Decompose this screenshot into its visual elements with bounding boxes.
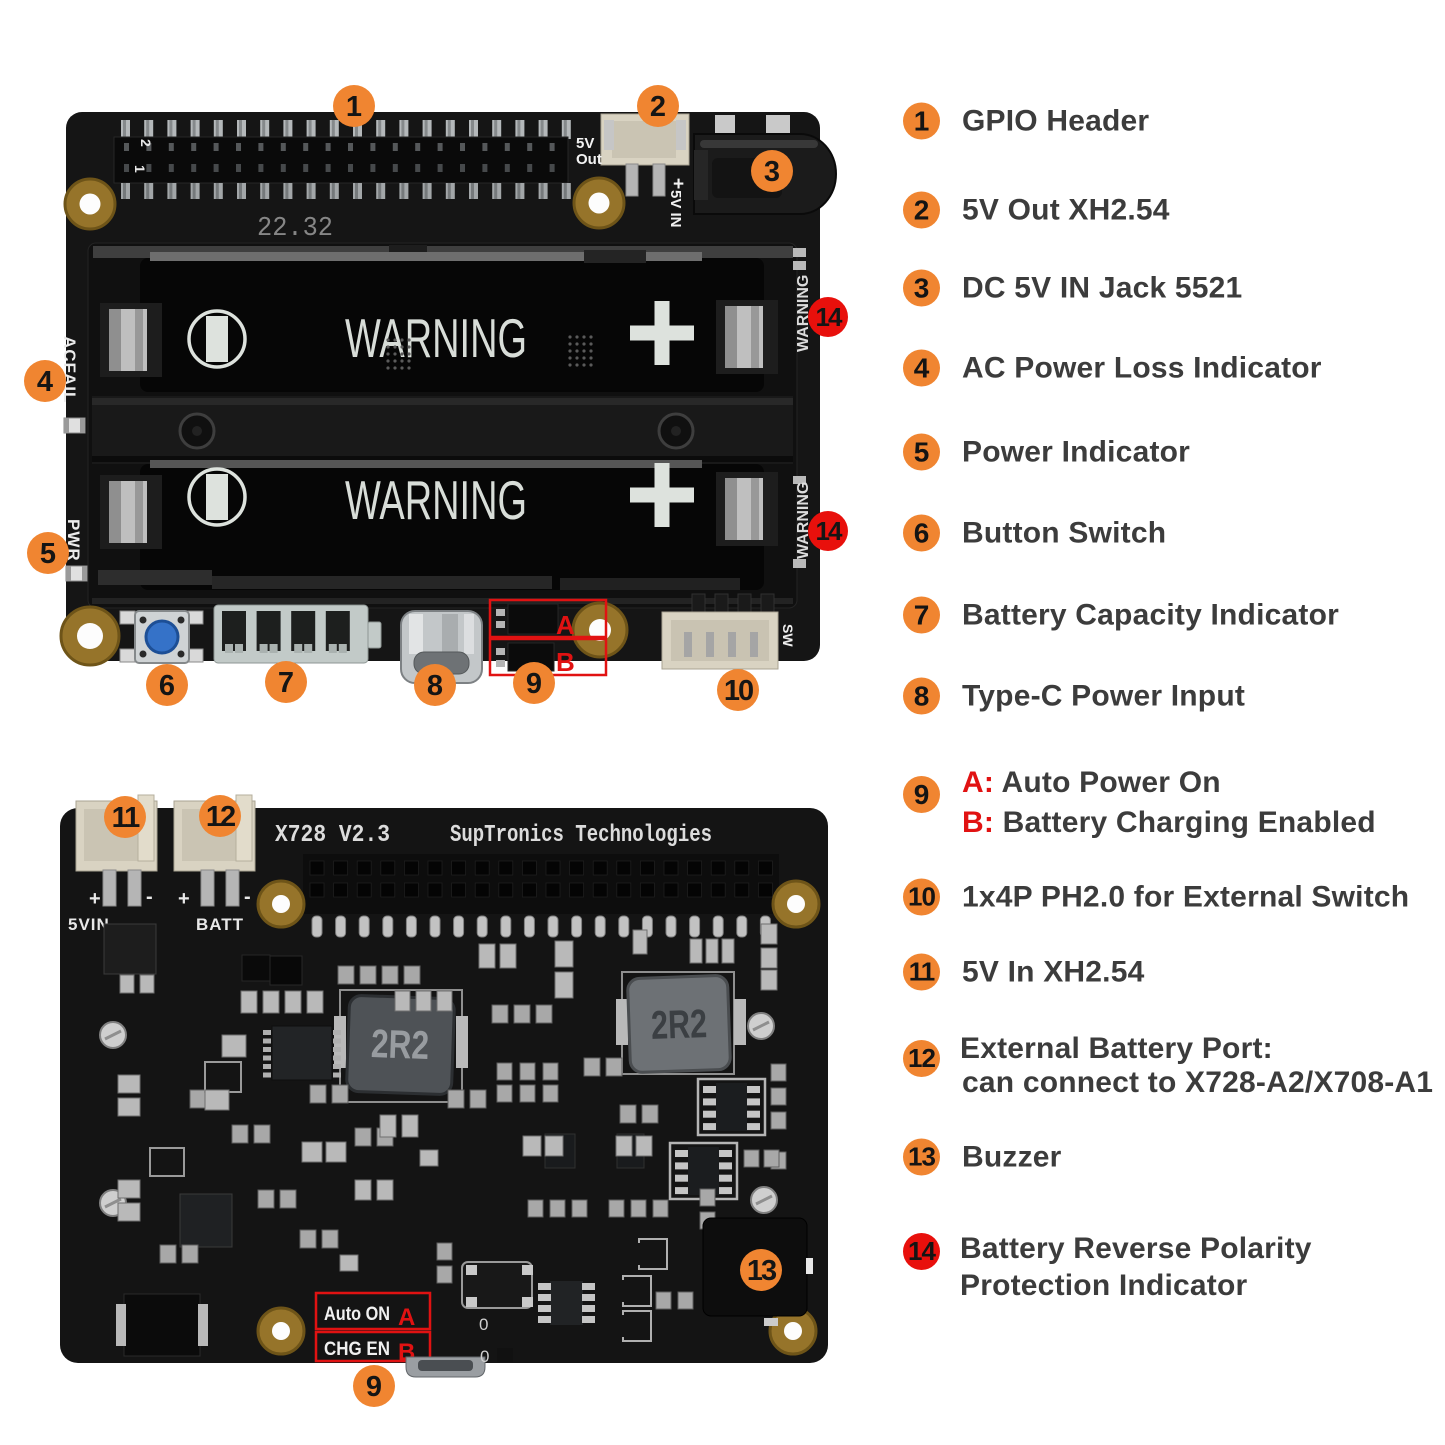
svg-text:SW: SW [780,624,796,647]
svg-text:-: - [146,886,153,908]
svg-text:7: 7 [278,667,294,699]
svg-text:9: 9 [526,668,542,700]
svg-text:A: A [398,1304,415,1331]
svg-text:10: 10 [724,675,753,707]
svg-text:0: 0 [480,1347,489,1366]
svg-text:-: - [244,886,251,908]
svg-text:13: 13 [747,1255,777,1287]
svg-text:A: A [556,610,575,640]
svg-text:4: 4 [37,366,53,398]
svg-text:5: 5 [40,538,56,570]
svg-text:14: 14 [816,302,843,332]
svg-text:22.32: 22.32 [257,214,333,244]
svg-text:1: 1 [132,165,148,173]
svg-text:CHG EN: CHG EN [324,1339,390,1360]
svg-text:+: + [673,174,684,195]
svg-text:9: 9 [366,1371,382,1403]
svg-text:12: 12 [206,801,235,833]
svg-text:WARNING: WARNING [795,482,812,559]
svg-text:2: 2 [138,139,154,147]
svg-text:+: + [178,888,190,910]
svg-text:1: 1 [346,91,362,123]
svg-text:B: B [556,647,575,677]
svg-text:3: 3 [764,156,780,188]
svg-text:2: 2 [650,91,666,123]
svg-text:2R2: 2R2 [650,1002,708,1048]
svg-text:8: 8 [427,670,443,702]
svg-text:2R2: 2R2 [370,1022,430,1068]
svg-text:5VIN: 5VIN [68,915,110,934]
svg-text:WARNING: WARNING [345,469,527,531]
svg-text:Out: Out [576,151,602,168]
svg-text:0: 0 [479,1315,488,1334]
svg-text:SupTronics Technologies: SupTronics Technologies [450,822,712,849]
svg-text:Auto ON: Auto ON [324,1304,390,1325]
svg-text:+: + [89,888,101,910]
svg-text:WARNING: WARNING [795,275,812,352]
svg-text:14: 14 [816,516,843,546]
svg-text:X728 V2.3: X728 V2.3 [275,822,390,849]
svg-text:11: 11 [112,802,141,834]
svg-text:5V IN: 5V IN [667,190,684,228]
svg-text:6: 6 [159,670,175,702]
svg-text:BATT: BATT [196,915,244,934]
svg-text:ACFAIL: ACFAIL [60,336,79,403]
svg-text:5V: 5V [576,135,594,152]
svg-text:WARNING: WARNING [345,307,527,369]
